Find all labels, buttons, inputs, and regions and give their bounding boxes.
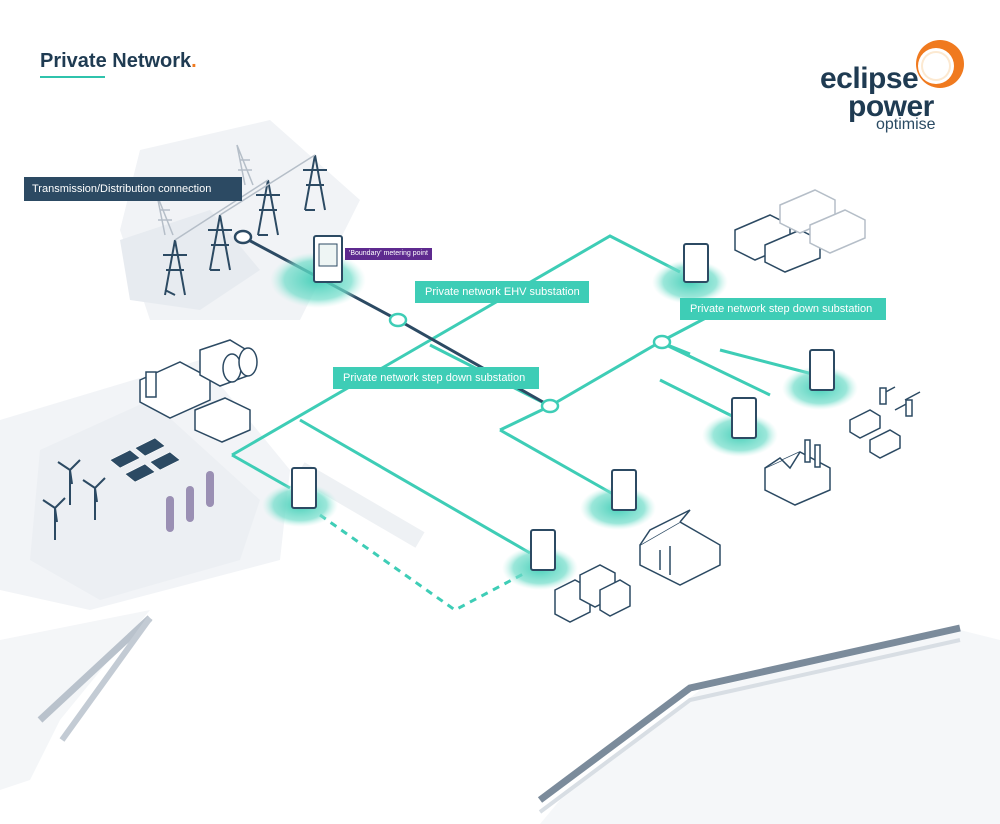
- callout-metering-point: 'Boundary' metering point: [345, 248, 432, 260]
- meter-pad-bottom-center: [502, 529, 578, 590]
- callout-step-down-substation-1: Private network step down substation: [333, 367, 539, 389]
- logo-line-power: power: [848, 90, 934, 123]
- meter-pad-left: [262, 467, 338, 527]
- title-underline: [40, 76, 105, 78]
- power-station: [139, 339, 258, 443]
- roads: [37, 462, 961, 814]
- page-title-dot: .: [191, 50, 197, 72]
- logo-line-optimise: optimise: [876, 116, 936, 133]
- meter-pads: [262, 235, 858, 590]
- faded-pylons: [156, 144, 316, 241]
- eclipse-power-logo: eclipse power optimise: [810, 36, 970, 133]
- pylons: [163, 154, 327, 296]
- meter-pad-boundary: [270, 235, 366, 308]
- meter-pad-top-right: [652, 243, 728, 304]
- wind-turbines: [42, 459, 106, 540]
- callout-step-down-substation-2: Private network step down substation: [680, 298, 886, 320]
- ev-chargers: [849, 386, 921, 459]
- callout-ehv-substation: Private network EHV substation: [415, 281, 589, 303]
- factory: [764, 439, 831, 506]
- meter-pad-right-middle: [702, 397, 778, 457]
- callout-transmission: Transmission/Distribution connection: [24, 177, 242, 201]
- page-title-text: Private Network: [40, 50, 192, 72]
- meter-pad-center: [580, 469, 656, 530]
- solar-panels: [109, 437, 181, 483]
- eclipse-ring-icon: [916, 40, 964, 88]
- meter-pad-far-right: [782, 349, 858, 410]
- page-title: Private Network.: [40, 50, 197, 73]
- data-centre: [554, 564, 631, 623]
- junction-nodes: [233, 229, 672, 414]
- warehouse: [639, 509, 721, 586]
- gas-pipes: [166, 471, 214, 532]
- containers: [734, 189, 866, 273]
- logo-line-eclipse: eclipse: [820, 62, 919, 95]
